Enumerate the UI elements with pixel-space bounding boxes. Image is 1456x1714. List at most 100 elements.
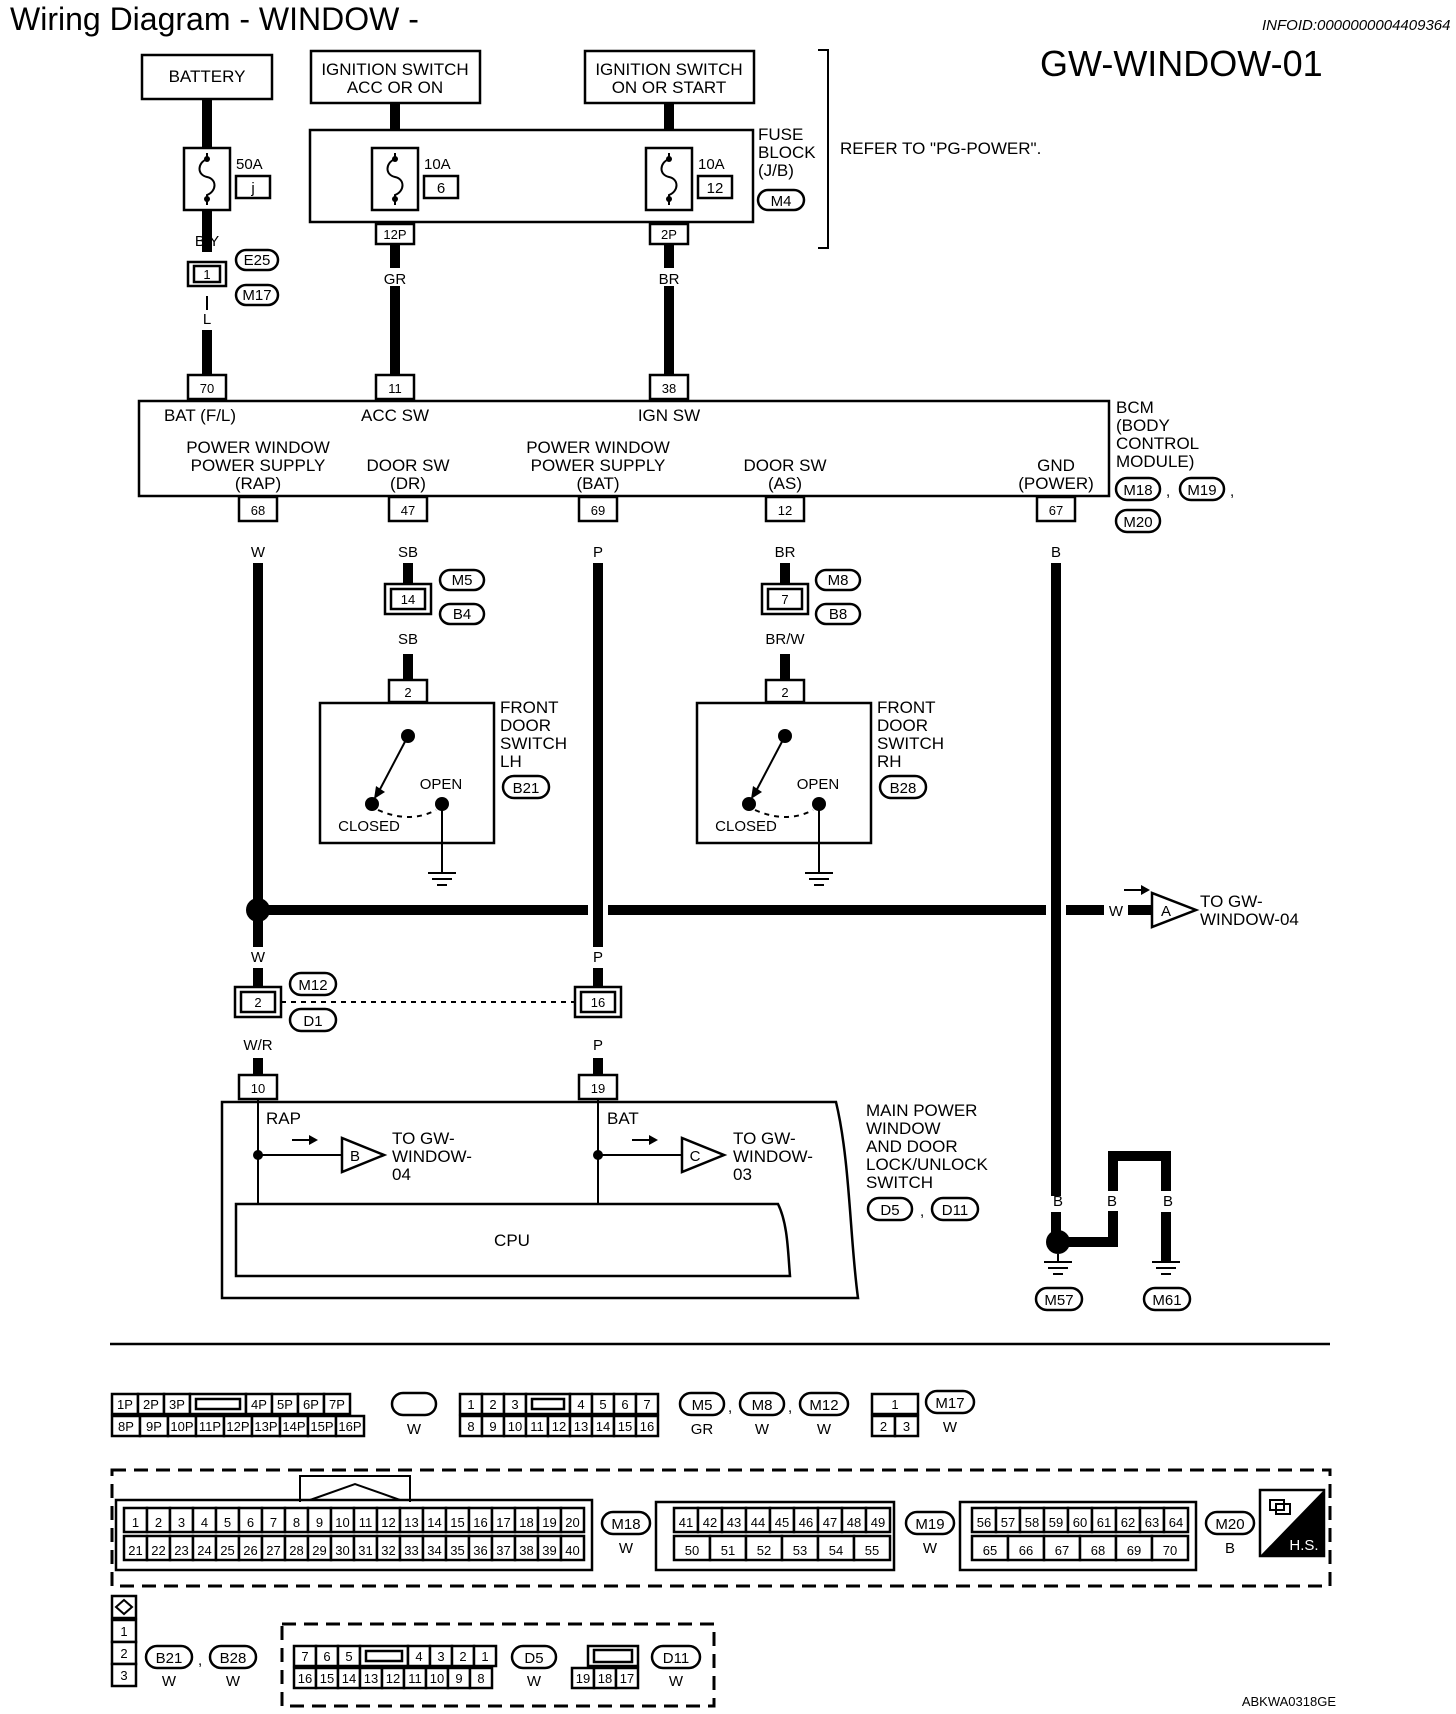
separator: , [198, 1652, 202, 1669]
wire-by: B/Y [195, 233, 219, 250]
connector-pin-label: 32 [381, 1543, 395, 1558]
connector-pin-label: 31 [358, 1543, 372, 1558]
bcm-door-as-2: (AS) [768, 474, 802, 493]
connector-pin [334, 1414, 366, 1438]
connector-pin-label: 3 [511, 1397, 518, 1412]
fuse-50a-rating: 50A [236, 156, 263, 173]
svg-text:12: 12 [778, 503, 792, 518]
footer-code: ABKWA0318GE [1242, 1694, 1337, 1709]
connector-latch [194, 1397, 242, 1411]
ignition-on-box: IGNITION SWITCH ON OR START [583, 49, 756, 105]
connector-pin-label: 13 [364, 1671, 378, 1686]
connector-view-m20-color: B [1225, 1540, 1235, 1557]
wire-label-b-3: B [1107, 1193, 1117, 1210]
link-b-target-2: WINDOW- [392, 1147, 472, 1166]
lh-label-2: DOOR [500, 716, 551, 735]
connector-pin-label: 13 [574, 1419, 588, 1434]
connector-m5: M5 [452, 572, 473, 589]
svg-text:67: 67 [1049, 503, 1063, 518]
link-b-target-1: TO GW- [392, 1129, 455, 1148]
connector-pin-label: 19 [576, 1671, 590, 1686]
connector-pin-label: 60 [1073, 1515, 1087, 1530]
connector-view-d11-color: W [669, 1673, 684, 1690]
bcm-name-1: BCM [1116, 398, 1154, 417]
main-switch-name-4: LOCK/UNLOCK [866, 1155, 989, 1174]
wire-label-w-2: W [251, 949, 266, 966]
connector-pin-label: 2 [459, 1649, 466, 1664]
d5-view-badge [510, 1644, 558, 1670]
connector-pin-label: 3 [903, 1419, 910, 1434]
rh-label-3: SWITCH [877, 734, 944, 753]
bcm-pws-bat-3: (BAT) [576, 474, 619, 493]
connector-b28: B28 [890, 780, 917, 797]
connector-pin-label: 11P [199, 1419, 221, 1434]
connector-pin-label: 8 [477, 1671, 484, 1686]
connector-pin-label: 3 [437, 1649, 444, 1664]
bcm-pin-70: 70 [186, 373, 228, 401]
connector-view-b21-b28: 123 [110, 1594, 138, 1688]
svg-text:10: 10 [251, 1081, 265, 1096]
connector-pin-label: 2P [143, 1397, 159, 1412]
link-a-target-1: TO GW- [1200, 892, 1263, 911]
connector-pin-label: 61 [1097, 1515, 1111, 1530]
connector-pin [840, 1506, 868, 1534]
ignition-acc-label-2: ACC OR ON [347, 78, 443, 97]
wire-l: L [203, 311, 211, 328]
link-c-letter: C [690, 1148, 701, 1165]
rh-label-2: DOOR [877, 716, 928, 735]
svg-text:69: 69 [591, 503, 605, 518]
connector-pin-label: 41 [679, 1515, 693, 1530]
connector-pin-label: 10 [430, 1671, 444, 1686]
connector-view-m18-color: W [619, 1540, 634, 1557]
wire-gr: GR [384, 271, 407, 288]
b21-badge [501, 774, 551, 800]
bcm-name-2: (BODY [1116, 416, 1170, 435]
wire-label-sb-2: SB [398, 631, 418, 648]
connector-pin-label: 16 [640, 1419, 654, 1434]
m20-badge [1114, 508, 1162, 534]
connector-pin-label: 11 [359, 1515, 373, 1530]
connector-pin-label: 13P [254, 1419, 277, 1434]
connector-b4: B4 [453, 606, 471, 623]
separator: , [728, 1399, 732, 1416]
svg-text:38: 38 [662, 381, 676, 396]
link-a-arrow [1150, 891, 1200, 929]
connector-pin [472, 1644, 498, 1668]
pin-2p: 2P [648, 222, 690, 246]
connector-m5-b4: 14 [383, 582, 433, 616]
d1-badge [288, 1007, 338, 1033]
wire-label-w-a: W [1109, 903, 1124, 920]
connector-pin [559, 1506, 586, 1534]
bcm-connector-m20: M20 [1123, 514, 1152, 531]
connector-pin [792, 1506, 820, 1534]
connector-d11: D11 [942, 1202, 968, 1219]
connector-pin [893, 1414, 920, 1438]
connector-pin-label: 70 [1163, 1543, 1177, 1558]
ignition-on-label-2: ON OR START [612, 78, 727, 97]
connector-view-m4-color: W [407, 1421, 422, 1438]
bcm-acc-sw: ACC SW [361, 406, 429, 425]
e25-badge [234, 248, 280, 272]
m8-view-badge [738, 1391, 786, 1417]
info-id: INFOID:0000000004409364 [1262, 17, 1450, 34]
connector-d5: D5 [880, 1202, 899, 1219]
connector-pin-label: 4 [201, 1515, 208, 1530]
connector-pin-label: 16 [473, 1515, 487, 1530]
connector-view-m19-label: M19 [915, 1516, 944, 1533]
connector-pin-label: 6 [247, 1515, 254, 1530]
connector-pin-label: 55 [865, 1543, 879, 1558]
connector-pin-label: 22 [151, 1543, 165, 1558]
battery-label: BATTERY [169, 67, 246, 86]
ground-icon [1152, 1261, 1180, 1275]
svg-text:19: 19 [591, 1081, 605, 1096]
connector-pin [696, 1506, 724, 1534]
connector-d1: D1 [303, 1013, 322, 1030]
ground-icon [805, 872, 833, 886]
connector-pin-label: 21 [128, 1543, 142, 1558]
connector-view-m17-label: M17 [935, 1395, 964, 1412]
bcm-pws-bat-1: POWER WINDOW [526, 438, 670, 457]
connector-pin-label: 10 [508, 1419, 522, 1434]
